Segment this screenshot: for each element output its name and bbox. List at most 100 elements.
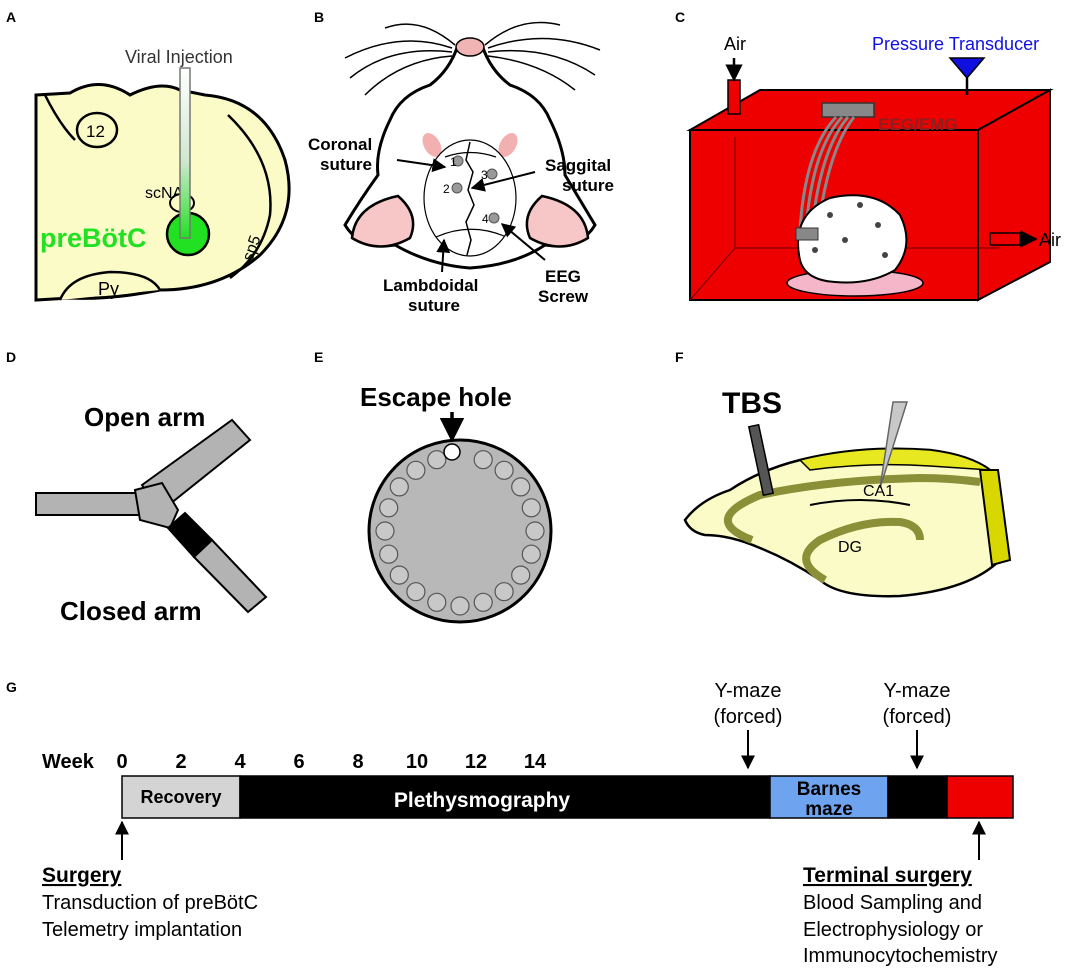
air-in-label: Air xyxy=(724,34,746,54)
fourth-ventricle xyxy=(43,94,76,141)
week-tick-label: 4 xyxy=(234,751,246,773)
screw-4-label: 4 xyxy=(482,212,489,226)
coronal-arrow xyxy=(396,158,447,173)
barnes-hole xyxy=(494,460,514,480)
barnes-hole xyxy=(511,477,531,497)
slice-edge xyxy=(978,469,1012,567)
barnes-hole xyxy=(494,582,514,602)
eeg-label-2: Screw xyxy=(538,287,589,306)
recording-electrode xyxy=(879,401,909,489)
panel-d: D Open arm Closed arm xyxy=(6,349,268,626)
screw-2 xyxy=(451,182,463,194)
screw-4 xyxy=(488,212,500,224)
nose xyxy=(455,37,485,57)
closed-arm-label: Closed arm xyxy=(60,596,202,626)
screw-2-label: 2 xyxy=(443,182,450,196)
segment-post-barnes xyxy=(887,775,948,819)
left-eye xyxy=(422,133,442,157)
pyramidal-tract xyxy=(58,270,162,301)
lambdoidal-arrow xyxy=(436,238,451,273)
screw-3-label: 3 xyxy=(481,168,488,182)
barnes-label-1: Barnes xyxy=(797,779,861,800)
segment-terminal xyxy=(946,775,1014,819)
barnes-hole xyxy=(375,521,395,541)
whiskers xyxy=(344,21,601,96)
dg-label: DG xyxy=(838,539,862,556)
barnes-hole xyxy=(406,460,426,480)
screw-1 xyxy=(452,155,464,167)
panel-f-letter: F xyxy=(675,349,684,365)
terminal-line-3: Immunocytochemistry xyxy=(803,945,998,967)
barnes-hole xyxy=(473,592,493,612)
screw-1-label: 1 xyxy=(450,155,457,169)
coronal-suture xyxy=(444,151,497,158)
recovery-label: Recovery xyxy=(140,787,221,807)
panel-e-letter: E xyxy=(314,349,323,365)
surgery-title: Surgery xyxy=(42,864,122,887)
terminal-title: Terminal surgery xyxy=(803,864,972,887)
barnes-platform xyxy=(367,438,553,624)
surgery-line-2: Telemetry implantation xyxy=(42,919,242,941)
week-tick-label: 6 xyxy=(293,751,304,773)
panel-a-letter: A xyxy=(6,9,16,25)
injection-needle xyxy=(179,67,191,239)
slice-top-edge xyxy=(798,448,993,471)
terminal-line-1: Blood Sampling and xyxy=(803,892,982,914)
barnes-hole xyxy=(473,450,493,470)
dg-layer xyxy=(802,517,924,584)
right-eye xyxy=(498,133,518,157)
air-outlet xyxy=(989,232,1021,246)
week-tick-label: 14 xyxy=(524,751,547,773)
barnes-hole xyxy=(389,565,409,585)
barnes-holes xyxy=(375,450,545,616)
mouse-spots xyxy=(812,202,888,258)
saggital-label-1: Saggital xyxy=(545,156,611,175)
panel-c: C Air Air Pressure Transducer EEG/EMG xyxy=(675,9,1061,302)
prebotc-label: preBötC xyxy=(40,223,147,253)
ca1-label: CA1 xyxy=(863,483,894,500)
week-label: Week xyxy=(42,751,95,773)
air-inlet xyxy=(727,79,741,115)
viral-injection-label: Viral Injection xyxy=(125,47,233,67)
terminal-line-2: Electrophysiology or xyxy=(803,919,983,941)
eeg-emg-transmitter xyxy=(821,102,875,118)
py-label: Py xyxy=(98,279,119,299)
barnes-hole xyxy=(427,450,447,470)
air-out-label: Air xyxy=(1039,230,1061,250)
pressure-transducer xyxy=(948,57,986,80)
hypoglossal-nucleus xyxy=(75,111,119,149)
week-tick-label: 2 xyxy=(175,751,186,773)
ymaze-arm-closed xyxy=(192,538,268,614)
eeg-label-1: EEG xyxy=(545,267,581,286)
week-tick-label: 10 xyxy=(406,751,428,773)
week-tick-label: 0 xyxy=(116,751,127,773)
eeg-screw-arrow xyxy=(500,223,546,261)
head-connector xyxy=(795,227,819,241)
tbs-electrode xyxy=(747,423,775,497)
barnes-hole xyxy=(521,544,541,564)
sp5-tract xyxy=(227,114,272,280)
ymaze-1-label-2: (forced) xyxy=(714,706,783,728)
escape-hole xyxy=(443,443,461,461)
plethysmography-label: Plethysmography xyxy=(394,789,571,812)
ymaze-center xyxy=(133,481,180,530)
right-ear xyxy=(525,194,590,248)
barnes-hole xyxy=(511,565,531,585)
mouse-body xyxy=(797,194,908,284)
barnes-hole xyxy=(521,498,541,518)
ymaze-1-label-1: Y-maze xyxy=(714,680,781,702)
tbs-label: TBS xyxy=(722,387,782,420)
barnes-hole xyxy=(406,582,426,602)
screw-3 xyxy=(486,168,498,180)
hypoglossal-label: 12 xyxy=(86,122,105,141)
saggital-label-2: suture xyxy=(562,176,614,195)
sagittal-suture xyxy=(465,141,475,256)
segment-barnes xyxy=(769,775,889,819)
panel-a: A 12 Py scNA preBötC sp5 Viral Injection xyxy=(6,9,291,302)
barnes-hole xyxy=(379,498,399,518)
barnes-hole xyxy=(525,521,545,541)
barnes-hole xyxy=(389,477,409,497)
coronal-label-2: suture xyxy=(320,155,372,174)
